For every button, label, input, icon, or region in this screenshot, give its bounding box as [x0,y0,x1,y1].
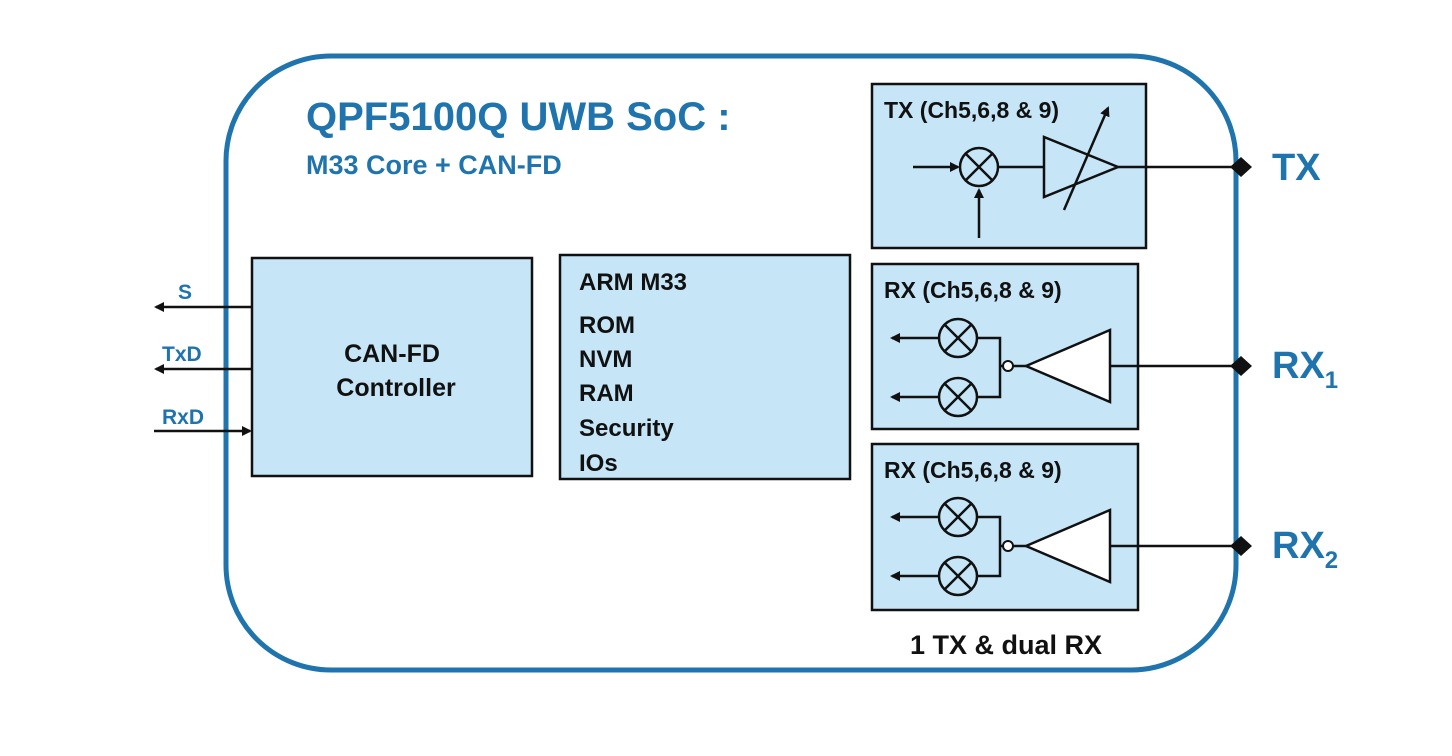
rx2-block-label: RX (Ch5,6,8 & 9) [884,457,1062,483]
footer-note: 1 TX & dual RX [910,630,1102,660]
rx1-mixer-upper-icon [937,317,979,359]
rx1-split-node-icon [1002,360,1014,372]
can-block-line2: Controller [336,374,456,402]
rxd-pin-label: RxD [162,406,204,429]
tx-amplifier-icon [1042,106,1122,211]
tx-port-diamond-icon [1230,157,1252,177]
can-block-line1: CAN-FD [344,340,440,368]
can-pins: S TxD RxD [154,281,252,436]
cpu-item-2: NVM [579,346,632,373]
txd-pin-label: TxD [162,343,202,366]
cpu-item-0: ARM M33 [579,269,687,296]
cpu-item-5: IOs [579,450,618,477]
tx-port-label: TX [1272,147,1321,189]
cpu-item-3: RAM [579,380,634,407]
tx-block-label: TX (Ch5,6,8 & 9) [884,97,1059,123]
rx1-port-label: RX1 [1272,345,1338,394]
rx2-port-label: RX2 [1272,525,1338,574]
soc-subtitle: M33 Core + CAN-FD [306,150,562,180]
rx1-block-label: RX (Ch5,6,8 & 9) [884,277,1062,303]
cpu-memory-block: ARM M33 ROM NVM RAM Security IOs [558,253,852,481]
rx2-port-diamond-icon [1230,536,1252,556]
rx2-block: RX (Ch5,6,8 & 9) [870,442,1252,612]
cpu-item-4: Security [579,415,674,442]
soc-title: QPF5100Q UWB SoC : [306,95,731,139]
tx-block: TX (Ch5,6,8 & 9) [870,82,1252,250]
rx1-block: RX (Ch5,6,8 & 9) [870,262,1252,431]
can-fd-controller-block: CAN-FD Controller [250,256,534,478]
cpu-item-1: ROM [579,312,635,339]
rx2-split-node-icon [1002,540,1014,552]
rx1-port-diamond-icon [1230,356,1252,376]
s-pin-label: S [178,281,192,304]
